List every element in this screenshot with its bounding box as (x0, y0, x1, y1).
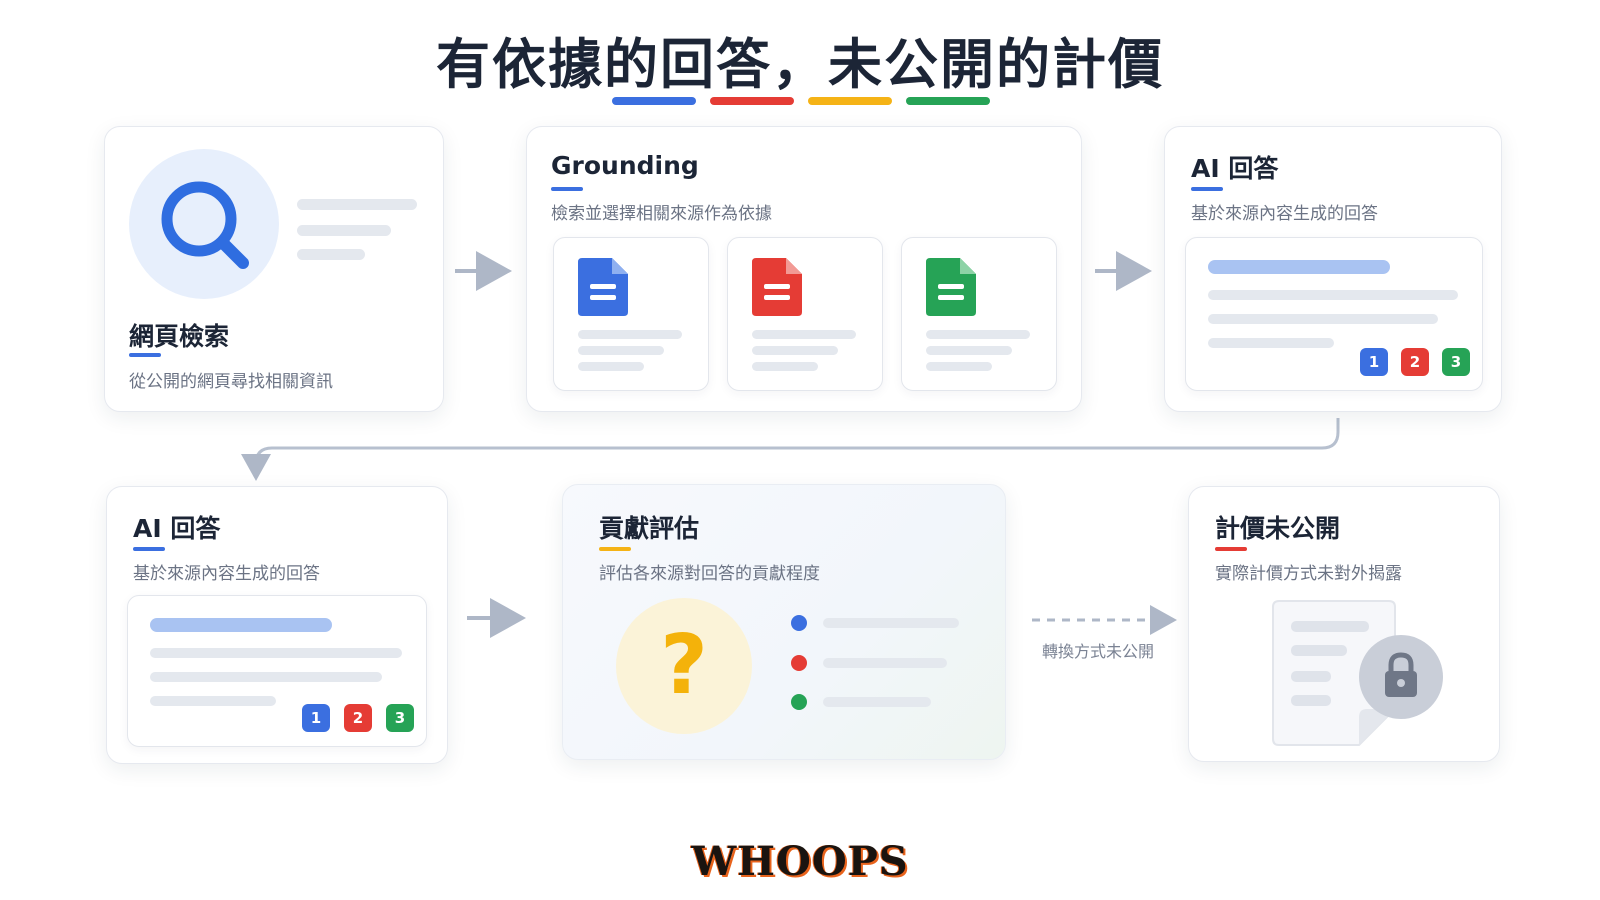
document-icon-green (926, 258, 976, 316)
placeholder-line (150, 696, 276, 706)
source-dot-blue (791, 615, 807, 631)
placeholder-line (926, 330, 1030, 339)
placeholder-line (823, 618, 959, 628)
card-grounding: Grounding 檢索並選擇相關來源作為依據 (526, 126, 1082, 412)
card-web-search: 網頁檢索 從公開的網頁尋找相關資訊 (104, 126, 444, 412)
card-subtitle: 檢索並選擇相關來源作為依據 (551, 204, 772, 224)
title-accent (129, 353, 161, 357)
question-mark-icon: ? (616, 598, 752, 734)
title-bar-blue (612, 97, 696, 105)
card-title: Grounding (551, 151, 699, 180)
document-icon-red (752, 258, 802, 316)
citation-badge: 1 (302, 704, 330, 732)
placeholder-line (150, 672, 382, 682)
card-title: AI 回答 (1191, 154, 1279, 183)
card-subtitle: 基於來源內容生成的回答 (1191, 204, 1378, 224)
placeholder-line (823, 658, 947, 668)
citation-badge: 2 (1401, 348, 1429, 376)
citation-badge: 1 (1360, 348, 1388, 376)
placeholder-line (1208, 290, 1458, 300)
card-subtitle: 基於來源內容生成的回答 (133, 564, 320, 584)
card-ai-answer-bottom: AI 回答 基於來源內容生成的回答 1 2 3 (106, 486, 448, 764)
placeholder-line (150, 648, 402, 658)
source-card-green (901, 237, 1057, 391)
whoops-logo: WHOOPS (691, 838, 909, 885)
citation-badge: 3 (1442, 348, 1470, 376)
source-dot-green (791, 694, 807, 710)
placeholder-line (1208, 314, 1438, 324)
placeholder-highlight (1208, 260, 1390, 274)
document-icon-blue (578, 258, 628, 316)
placeholder-line (578, 362, 644, 371)
citation-badge: 2 (344, 704, 372, 732)
card-contribution: 貢獻評估 評估各來源對回答的貢獻程度 (562, 484, 1006, 760)
search-icon-bg (129, 149, 279, 299)
page-title: 有依據的回答，未公開的計價 (436, 33, 1164, 96)
title-bar-red (710, 97, 794, 105)
answer-box: 1 2 3 (1185, 237, 1483, 391)
card-pricing-undisclosed: 計價未公開 實際計價方式未對外揭露 (1188, 486, 1500, 762)
placeholder-line (578, 330, 682, 339)
card-title: 網頁檢索 (129, 322, 230, 351)
wrap-connector (241, 418, 1340, 481)
title-accent (1191, 187, 1223, 191)
placeholder-line (823, 697, 931, 707)
card-subtitle: 從公開的網頁尋找相關資訊 (129, 372, 333, 392)
placeholder-line (297, 225, 391, 236)
title-accent (1215, 547, 1247, 551)
title-bar-yellow (808, 97, 892, 105)
source-card-blue (553, 237, 709, 391)
title-accent (551, 187, 583, 191)
card-ai-answer-top: AI 回答 基於來源內容生成的回答 1 2 3 (1164, 126, 1502, 412)
source-dot-red (791, 655, 807, 671)
title-bar-green (906, 97, 990, 105)
placeholder-line (297, 199, 417, 210)
card-subtitle: 評估各來源對回答的貢獻程度 (599, 564, 820, 584)
card-title: 計價未公開 (1215, 514, 1341, 543)
card-title: 貢獻評估 (599, 514, 700, 543)
placeholder-line (752, 346, 838, 355)
placeholder-line (926, 362, 992, 371)
placeholder-line (752, 330, 856, 339)
placeholder-line (1208, 338, 1334, 348)
title-accent (133, 547, 165, 551)
card-title: AI 回答 (133, 514, 221, 543)
dashed-arrow-label: 轉換方式未公開 (1041, 642, 1154, 661)
placeholder-highlight (150, 618, 332, 632)
source-card-red (727, 237, 883, 391)
locked-document-icon (1272, 600, 1443, 746)
answer-box: 1 2 3 (127, 595, 427, 747)
citation-badge: 3 (386, 704, 414, 732)
title-color-bars (612, 97, 992, 107)
placeholder-line (752, 362, 818, 371)
card-subtitle: 實際計價方式未對外揭露 (1215, 564, 1402, 584)
placeholder-line (578, 346, 664, 355)
placeholder-line (297, 249, 365, 260)
title-accent (599, 547, 631, 551)
search-icon (161, 181, 249, 269)
placeholder-line (926, 346, 1012, 355)
